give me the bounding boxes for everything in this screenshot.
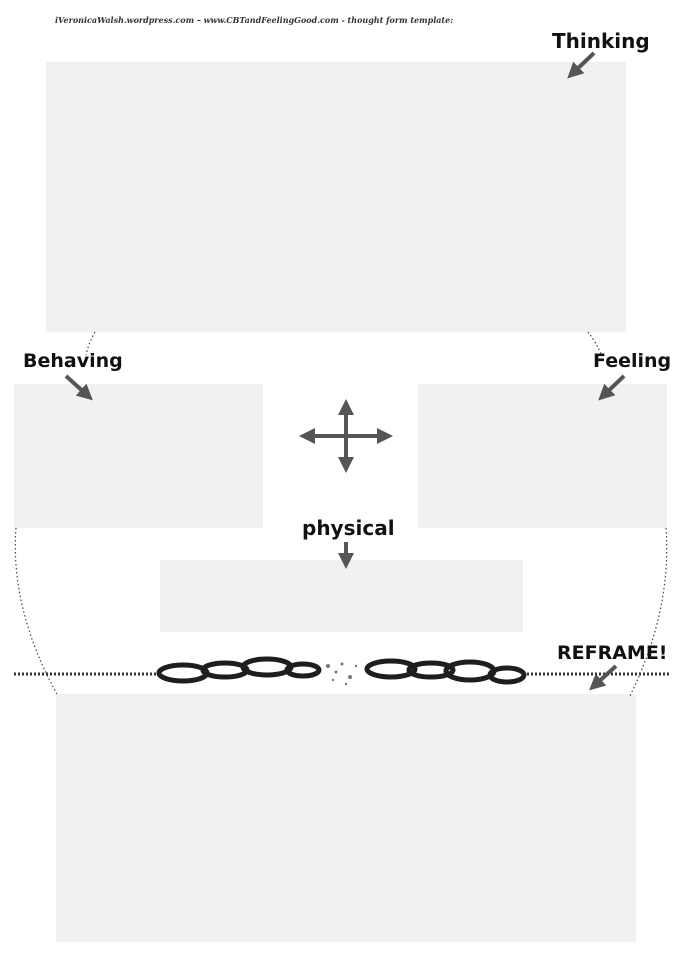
- thinking-arrow-icon: [567, 51, 596, 79]
- reframe-box[interactable]: [56, 694, 636, 942]
- thinking-label: Thinking: [552, 29, 650, 53]
- behaving-label: Behaving: [23, 350, 123, 372]
- thinking-box[interactable]: [46, 62, 626, 332]
- source-header: iVeronicaWalsh.wordpress.com – www.CBTan…: [55, 15, 454, 25]
- reframe-arrow-icon: [589, 664, 618, 691]
- four-way-arrow-icon: [299, 399, 393, 473]
- dotted-arc-right: [587, 331, 668, 697]
- chain-break-fragments-icon: [326, 662, 358, 686]
- reframe-label: REFRAME!: [557, 642, 668, 664]
- feeling-box[interactable]: [418, 384, 667, 528]
- feeling-label: Feeling: [593, 350, 672, 372]
- behaving-arrow-icon: [64, 374, 93, 401]
- physical-label: physical: [302, 516, 395, 540]
- behaving-box[interactable]: [14, 384, 263, 528]
- feeling-arrow-icon: [598, 374, 626, 401]
- broken-chain-icon: [156, 656, 527, 685]
- physical-box[interactable]: [160, 560, 523, 632]
- dotted-arc-left: [14, 331, 96, 697]
